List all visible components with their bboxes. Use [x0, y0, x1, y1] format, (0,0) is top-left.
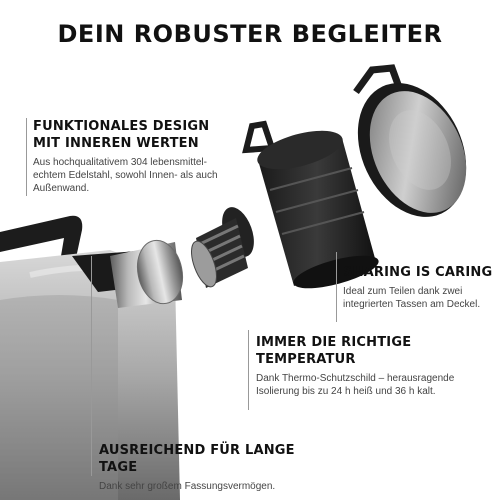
description-line: Isolierung bis zu 24 h heiß und 36 h kal… [256, 386, 436, 397]
description-line: echtem Edelstahl, sowohl Innen- als auch [33, 170, 218, 181]
bottle-stopper [191, 207, 254, 288]
feature-long-days: AUSREICHEND FÜR LANGE TAGE Dank sehr gro… [99, 442, 329, 493]
feature-description: Aus hochqualitativem 304 lebensmittel- e… [33, 156, 243, 195]
description-line: Aus hochqualitativem 304 lebensmittel- [33, 157, 207, 168]
outer-cup [353, 64, 467, 217]
feature-heading-line: FUNKTIONALES DESIGN [33, 119, 210, 134]
feature-heading: FUNKTIONALES DESIGN MIT INNEREN WERTEN [33, 118, 243, 152]
feature-description: Dank Thermo-Schutzschild – herausragende… [256, 372, 500, 398]
feature-functional-design: FUNKTIONALES DESIGN MIT INNEREN WERTEN A… [33, 118, 243, 195]
feature-sharing-is-caring: SHARING IS CARING Ideal zum Teilen dank … [343, 264, 498, 311]
divider-line [91, 256, 92, 476]
divider-line [248, 330, 249, 410]
description-line: integrierten Tassen am Deckel. [343, 299, 481, 310]
description-line: Dank Thermo-Schutzschild – herausragende [256, 373, 455, 384]
feature-heading: IMMER DIE RICHTIGE TEMPERATUR [256, 335, 412, 367]
divider-line [26, 118, 27, 196]
feature-heading: AUSREICHEND FÜR LANGE TAGE [99, 443, 295, 475]
description-line: Ideal zum Teilen dank zwei [343, 286, 463, 297]
description-line: Außenwand. [33, 183, 90, 194]
feature-heading: SHARING IS CARING [343, 265, 493, 280]
bottle-handle [0, 215, 83, 262]
description-line: Dank sehr großem Fassungsvermögen. [99, 481, 276, 492]
feature-description: Dank sehr großem Fassungsvermögen. [99, 480, 329, 493]
page-title: DEIN ROBUSTER BEGLEITER [57, 20, 443, 48]
bottle-body [0, 239, 184, 500]
feature-heading-line: MIT INNEREN WERTEN [33, 136, 199, 151]
feature-right-temperature: IMMER DIE RICHTIGE TEMPERATUR Dank Therm… [256, 334, 500, 398]
divider-line [336, 252, 337, 322]
feature-description: Ideal zum Teilen dank zwei integrierten … [343, 285, 498, 311]
